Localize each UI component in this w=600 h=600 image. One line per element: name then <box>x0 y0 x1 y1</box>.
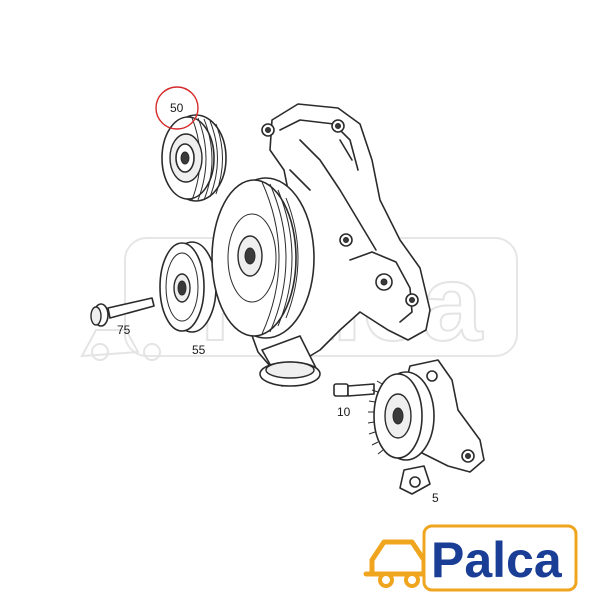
car-icon <box>363 539 433 588</box>
bolt-10[interactable] <box>333 383 375 397</box>
idler-pulley-55[interactable] <box>159 241 217 333</box>
brand-logo: Palca <box>363 524 578 592</box>
part-label-10: 10 <box>337 405 351 419</box>
bolt-75[interactable] <box>90 297 155 327</box>
part-50-highlight-circle <box>155 86 199 130</box>
part-label-75: 75 <box>117 323 131 337</box>
part-label-5: 5 <box>432 491 439 505</box>
water-pump-pulley[interactable] <box>211 177 315 339</box>
part-label-50: 50 <box>170 101 184 115</box>
belt-tensioner-5[interactable] <box>367 359 485 495</box>
idler-pulley-50[interactable] <box>161 114 227 202</box>
logo-text: Palca <box>431 532 563 588</box>
part-label-55: 55 <box>192 343 206 357</box>
